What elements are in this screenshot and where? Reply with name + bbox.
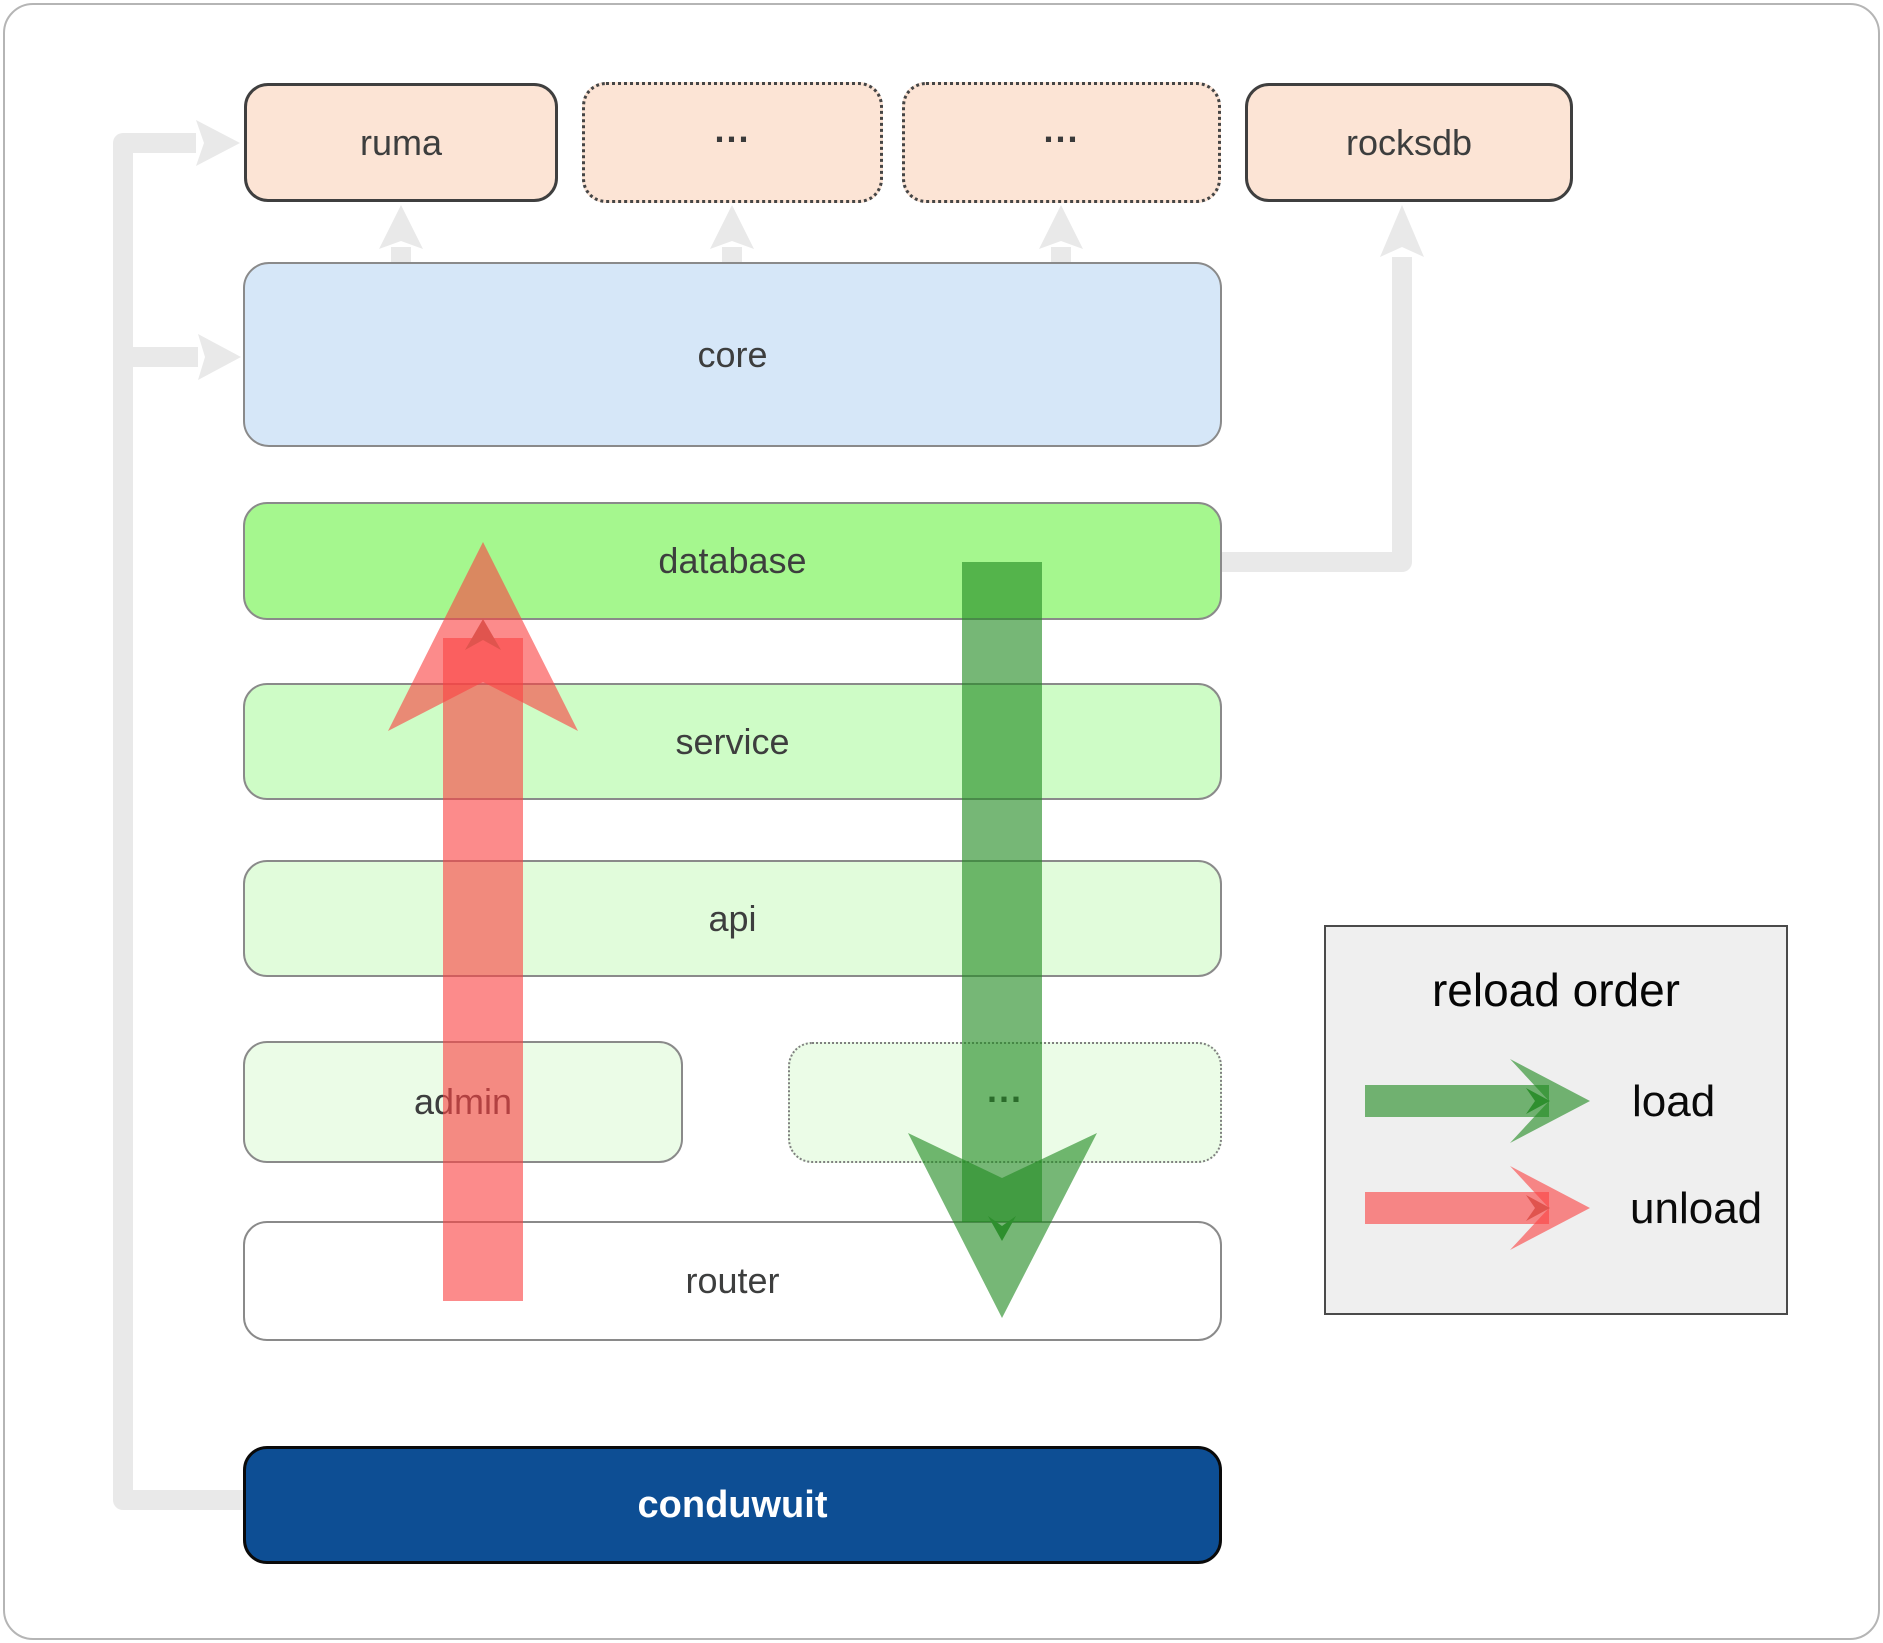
node-label: rocksdb [1345,121,1473,163]
node-label: core [697,333,768,375]
node-ruma: ruma [244,83,558,202]
node-label: ruma [359,121,443,163]
node-label: database [658,540,807,581]
node-router: router [243,1221,1222,1341]
node-label: service [675,720,790,762]
node-label: ... [1043,108,1080,150]
legend-load-arrow-icon [1365,1059,1590,1143]
node-ellipsis-admin: ... [788,1042,1222,1163]
node-conduwuit: conduwuit [243,1446,1222,1564]
node-label: ... [986,1068,1023,1110]
legend-unload-arrow-icon [1365,1166,1590,1250]
legend-reload-order: reload order load unload [1324,925,1788,1315]
legend-title: reload order [1431,964,1681,1016]
node-admin: admin [243,1041,683,1163]
node-database: database [243,502,1222,620]
node-label: api [708,897,757,939]
node-api: api [243,860,1222,977]
node-rocksdb: rocksdb [1245,83,1573,202]
outer-frame [3,3,1880,1640]
node-service: service [243,683,1222,800]
legend-unload-label: unload [1630,1184,1763,1233]
legend-load-label: load [1632,1077,1716,1126]
node-label: ... [714,108,751,150]
node-label: router [685,1260,780,1301]
node-ellipsis-top-1: ... [582,82,883,203]
node-core: core [243,262,1222,447]
node-label: admin [413,1081,513,1122]
node-label: conduwuit [637,1483,828,1526]
node-ellipsis-top-2: ... [902,82,1221,203]
